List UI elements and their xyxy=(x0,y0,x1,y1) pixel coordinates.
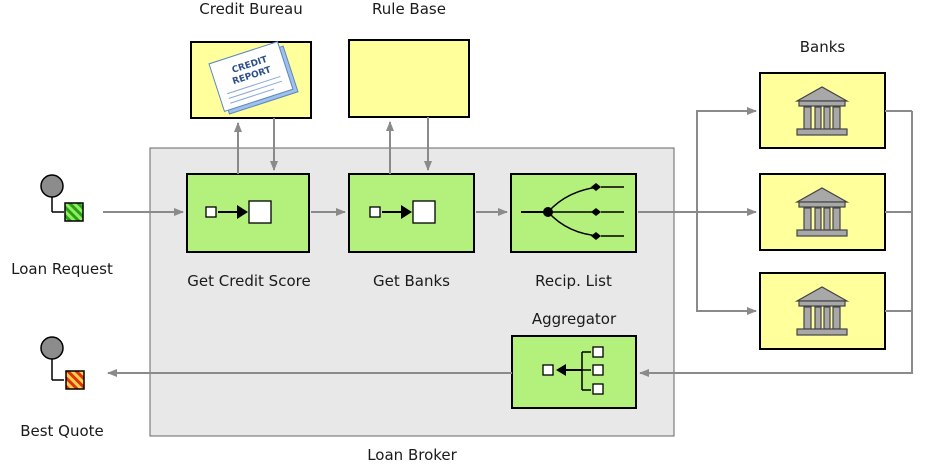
aggregator-processor xyxy=(511,335,637,409)
recip-list-label: Recip. List xyxy=(535,272,612,290)
get-credit-score-processor xyxy=(186,173,310,253)
recipient-list-icon xyxy=(521,183,624,240)
loan-request-label: Loan Request xyxy=(11,260,113,278)
aggregator-icon xyxy=(542,346,604,395)
red-message-icon xyxy=(65,370,85,390)
get-banks-processor xyxy=(348,173,475,253)
best-quote-label: Best Quote xyxy=(20,422,104,440)
credit-bureau-box: CREDIT REPORT xyxy=(190,40,312,119)
get-banks-label: Get Banks xyxy=(373,272,450,290)
loan-broker-label: Loan Broker xyxy=(367,446,457,464)
aggregator-label: Aggregator xyxy=(531,310,617,328)
recipient-list-processor xyxy=(510,173,637,253)
credit-report-document-icon: CREDIT REPORT xyxy=(208,40,299,115)
bank-2 xyxy=(759,173,886,251)
bank-1 xyxy=(759,72,886,149)
bank-3 xyxy=(759,272,886,350)
connectors xyxy=(103,107,913,377)
get-credit-score-label: Get Credit Score xyxy=(187,272,311,290)
green-message-icon xyxy=(64,202,84,222)
rule-base-label: Rule Base xyxy=(372,0,446,18)
rule-base-box xyxy=(348,39,470,118)
banks-label: Banks xyxy=(799,38,846,56)
loan-request-endpoint xyxy=(40,174,84,222)
credit-bureau-label: Credit Bureau xyxy=(199,0,303,18)
best-quote-endpoint xyxy=(40,336,85,390)
